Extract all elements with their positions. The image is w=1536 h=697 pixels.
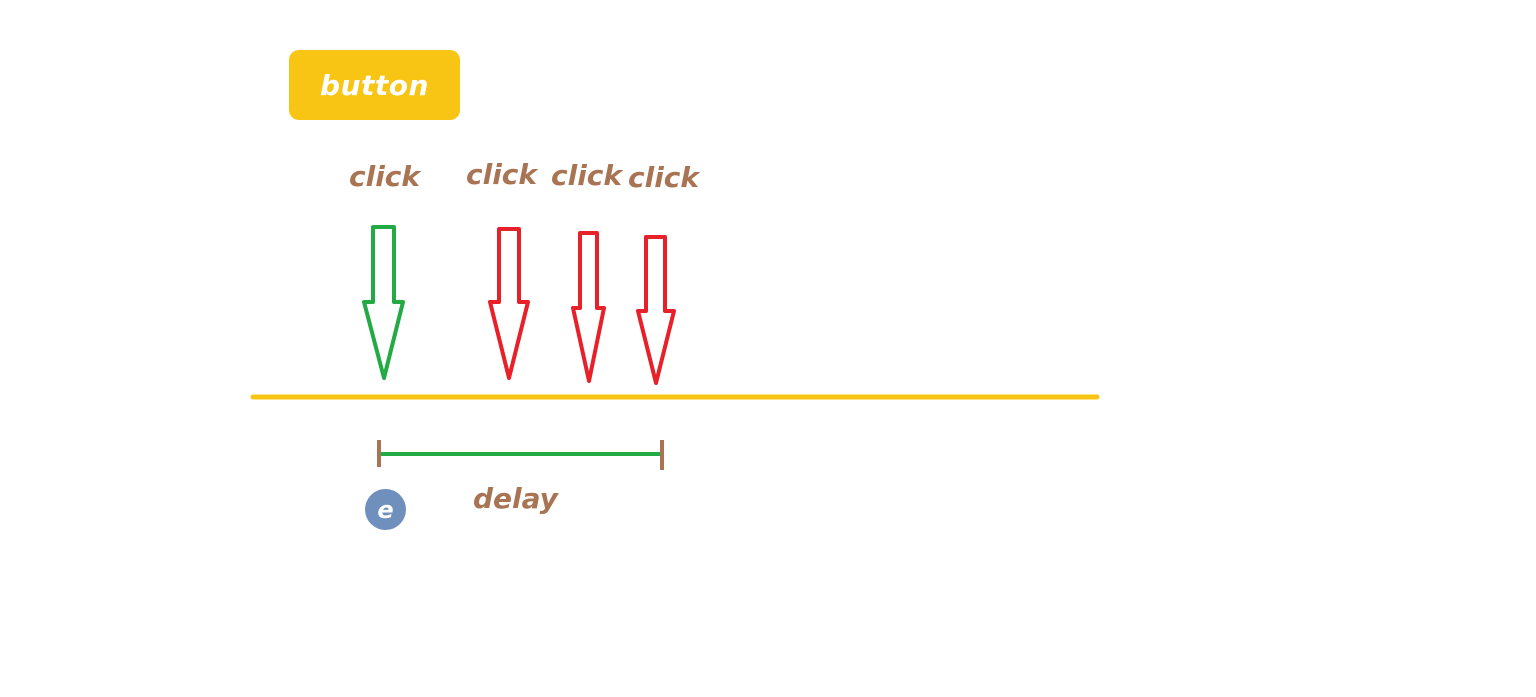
click-arrow-ignored-1 (488, 227, 530, 380)
click-label-3: click (551, 159, 623, 192)
click-arrow-ignored-2 (571, 231, 606, 383)
demo-button[interactable]: button (289, 50, 460, 120)
delay-label: delay (473, 482, 558, 515)
click-label-4: click (628, 161, 700, 194)
click-label-2: click (466, 158, 538, 191)
event-badge: e (365, 489, 406, 530)
click-arrow-accepted (362, 225, 405, 380)
click-label-1: click (349, 160, 421, 193)
click-arrow-ignored-3 (636, 235, 676, 385)
